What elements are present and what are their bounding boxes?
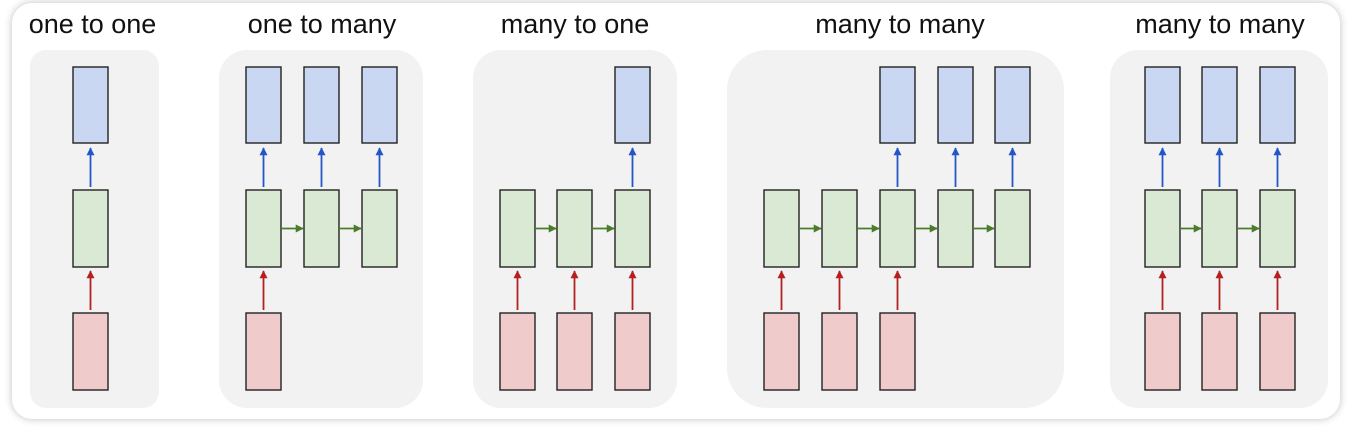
many-to-many-1-output-cell	[994, 66, 1031, 144]
many-to-many-2-output-cell	[1201, 66, 1238, 144]
many-to-many-1-input-cell	[821, 312, 858, 391]
one-to-many-input-cell	[245, 312, 282, 391]
many-to-many-2-output-cell	[1144, 66, 1181, 144]
many-to-many-1-input-cell	[763, 312, 800, 391]
many-to-one-input-cell	[556, 312, 593, 391]
title-many-to-one: many to one	[500, 9, 650, 39]
rnn-arrows	[86, 147, 1282, 310]
one-to-many-hidden-cell	[303, 189, 340, 268]
many-to-one-input-cell	[499, 312, 536, 391]
many-to-many-1-output-cell	[879, 66, 916, 144]
many-to-many-2-input-cell	[1259, 312, 1296, 391]
many-to-one-hidden-cell	[556, 189, 593, 268]
rnn-cells	[72, 66, 1296, 391]
title-one-to-one: one to one	[28, 9, 157, 39]
many-to-many-1-hidden-cell	[937, 189, 974, 268]
one-to-one-output-cell	[72, 66, 109, 144]
many-to-many-1-hidden-cell	[879, 189, 916, 268]
many-to-many-1-hidden-cell	[763, 189, 800, 268]
many-to-many-2-hidden-cell	[1201, 189, 1238, 268]
title-many-to-many-1: many to many	[815, 9, 985, 39]
one-to-many-output-cell	[361, 66, 398, 144]
many-to-many-2-input-cell	[1144, 312, 1181, 391]
many-to-many-1-input-cell	[879, 312, 916, 391]
one-to-many-output-cell	[303, 66, 340, 144]
many-to-many-2-output-cell	[1259, 66, 1296, 144]
many-to-one-output-cell	[614, 66, 651, 144]
many-to-one-hidden-cell	[499, 189, 536, 268]
one-to-one-input-cell	[72, 312, 109, 391]
many-to-many-1-output-cell	[937, 66, 974, 144]
many-to-many-1-hidden-cell	[821, 189, 858, 268]
title-many-to-many-2: many to many	[1135, 9, 1305, 39]
many-to-one-hidden-cell	[614, 189, 651, 268]
many-to-many-2-hidden-cell	[1144, 189, 1181, 268]
one-to-many-output-cell	[245, 66, 282, 144]
many-to-many-1-hidden-cell	[994, 189, 1031, 268]
title-one-to-many: one to many	[247, 9, 397, 39]
many-to-one-input-cell	[614, 312, 651, 391]
many-to-many-2-hidden-cell	[1259, 189, 1296, 268]
one-to-one-hidden-cell	[72, 189, 109, 268]
one-to-many-hidden-cell	[361, 189, 398, 268]
one-to-many-hidden-cell	[245, 189, 282, 268]
many-to-many-2-input-cell	[1201, 312, 1238, 391]
